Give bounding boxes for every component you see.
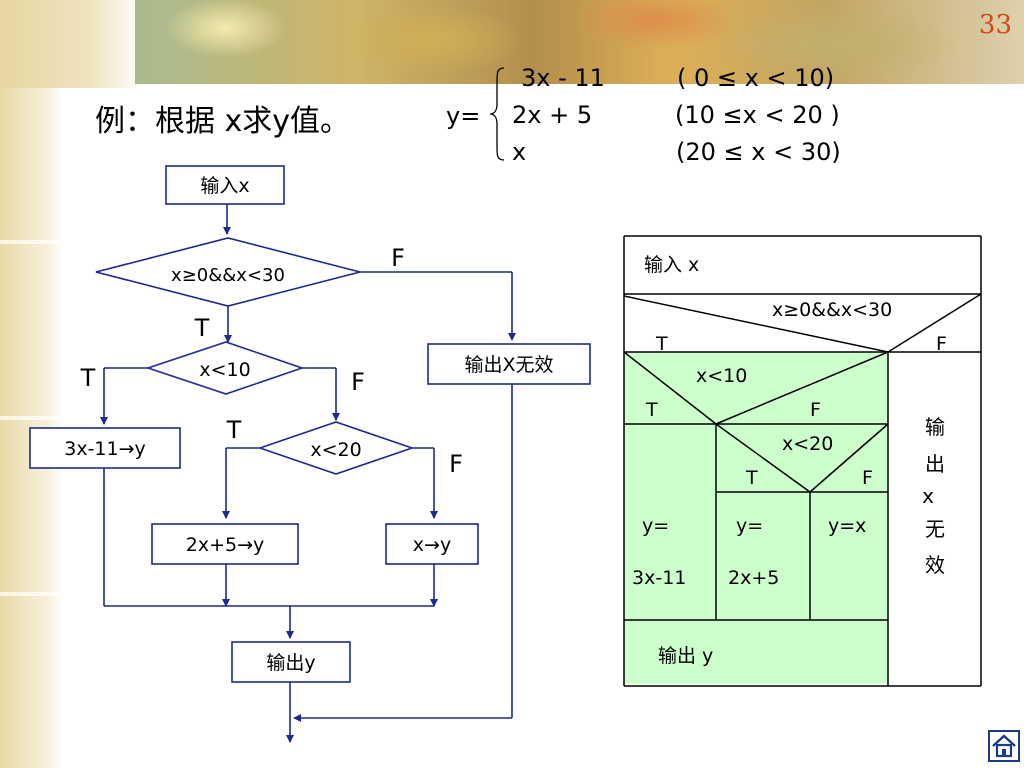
flow-decision-2-label: x<10	[199, 359, 250, 381]
flow-assign-1-box	[29, 427, 181, 469]
slide-title: 例：根据 x求y值。	[95, 104, 351, 139]
ns-cond2-true: T	[645, 399, 658, 421]
flow-assign-1-label: 3x-11→y	[64, 438, 146, 460]
flow-assign-3-label: x→y	[413, 534, 451, 556]
flow-decision-3-true: T	[226, 416, 242, 444]
ns-cond3-false: F	[862, 467, 873, 489]
flow-decision-1-true: T	[194, 314, 210, 342]
ns-invalid-char-5: 效	[925, 553, 945, 577]
flow-output-box	[231, 641, 351, 683]
formula-lhs: y=	[446, 102, 481, 130]
home-icon	[992, 734, 1016, 758]
ns-diag	[715, 423, 811, 493]
flow-input-box	[165, 165, 285, 205]
formula-brace	[489, 67, 505, 161]
flow-invalid-box	[427, 343, 591, 385]
decorative-banner	[135, 0, 1024, 84]
flow-decision-3-false: F	[449, 450, 463, 478]
ns-cell2-line2: 2x+5	[728, 567, 779, 589]
ns-diag	[715, 351, 889, 425]
flow-decision-1-false: F	[391, 244, 405, 272]
ns-input-label: 输入 x	[644, 254, 699, 276]
ns-cond3-label: x<20	[782, 433, 833, 455]
ns-invalid-char-2: 出	[925, 452, 945, 476]
flow-decision-2-true: T	[80, 364, 96, 392]
ns-diag	[809, 423, 889, 493]
formula-case-1-expr: 3x - 11	[521, 64, 605, 92]
formula-case-2-expr: 2x + 5	[512, 101, 593, 129]
ns-cond3-true: T	[745, 467, 758, 489]
ns-invalid-char-4: 无	[925, 517, 945, 541]
formula-case-2-cond: (10 ≤x < 20 )	[675, 101, 840, 129]
ns-cond1-true: T	[655, 333, 668, 355]
ns-cond2-false: F	[810, 399, 821, 421]
formula-case-3-cond: (20 ≤ x < 30)	[676, 138, 841, 166]
ns-cell2-line1: y=	[736, 515, 763, 537]
background-left-strip	[0, 0, 62, 768]
ns-cond1-label: x≥0&&x<30	[772, 299, 892, 321]
ns-invalid-char-3: x	[922, 484, 934, 508]
formula-case-3-expr: x	[512, 138, 527, 166]
ns-output-label: 输出 y	[658, 645, 713, 667]
page-number: 33	[978, 10, 1012, 40]
formula-case-1-cond: ( 0 ≤ x < 10)	[677, 64, 835, 92]
ns-diag	[623, 351, 717, 425]
flow-assign-2-label: 2x+5→y	[186, 534, 265, 556]
flow-decision-1-label: x≥0&&x<30	[171, 265, 285, 286]
flow-assign-3-box	[385, 523, 479, 565]
ns-cell1-line2: 3x-11	[632, 567, 686, 589]
ns-diag	[623, 295, 889, 353]
flow-output-label: 输出y	[266, 652, 315, 674]
ns-cond2-label: x<10	[696, 365, 747, 387]
home-button[interactable]	[988, 730, 1020, 762]
ns-cond1-false: F	[936, 333, 947, 355]
flow-invalid-label: 输出X无效	[464, 354, 553, 376]
ns-cell1-line1: y=	[642, 515, 669, 537]
flow-assign-2-box	[151, 523, 299, 565]
flow-input-label: 输入x	[200, 175, 249, 197]
ns-diag	[887, 293, 982, 353]
ns-cell3: y=x	[828, 515, 866, 537]
flow-decision-2-false: F	[351, 368, 365, 396]
flow-decision-3-label: x<20	[310, 439, 361, 461]
ns-invalid-char-1: 输	[925, 415, 945, 439]
